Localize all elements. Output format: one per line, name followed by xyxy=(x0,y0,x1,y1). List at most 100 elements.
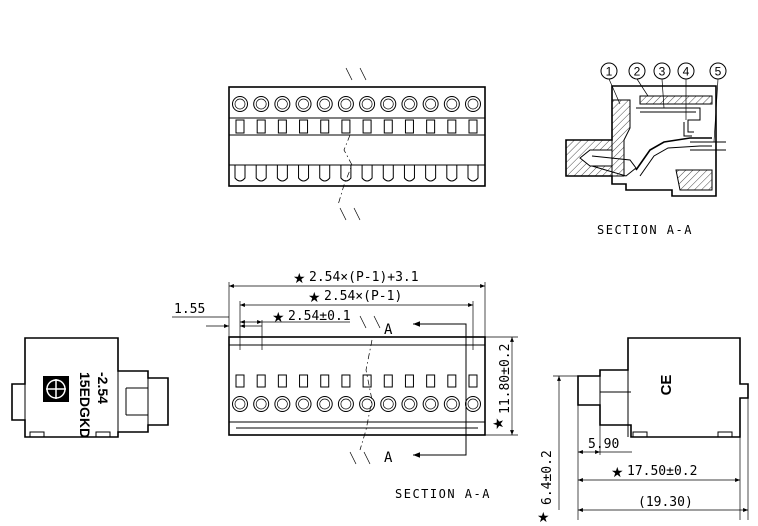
star-height: ★ xyxy=(490,417,506,430)
screw-hole xyxy=(337,96,354,112)
right-side-view: CE xyxy=(577,337,749,438)
solder-pin xyxy=(319,165,331,182)
wire-entry xyxy=(316,396,333,412)
push-button-slot xyxy=(277,374,287,388)
solder-pin xyxy=(276,165,288,182)
release-slot xyxy=(277,119,287,134)
wire-entry xyxy=(443,396,460,412)
push-button-slot xyxy=(362,374,372,388)
dim-depth-a: 5.90 xyxy=(588,437,619,452)
screw-hole xyxy=(253,96,270,112)
release-slot xyxy=(256,119,266,134)
dim-pin: 6.4±0.2 xyxy=(540,450,555,505)
right-side-body xyxy=(577,337,749,438)
wire-entry xyxy=(401,396,418,412)
screw-hole xyxy=(401,96,418,112)
solder-pin xyxy=(361,165,373,182)
wire-entry-inner xyxy=(340,398,352,410)
release-slot xyxy=(235,119,245,134)
side-dimensions: 5.90 ★ 17.50±0.2 (19.30) 6.4±0.2 ★ xyxy=(537,375,749,525)
screw-hole xyxy=(380,96,397,112)
release-slot xyxy=(426,119,436,134)
callout-number: 1 xyxy=(606,65,613,79)
release-slot xyxy=(341,119,351,134)
dim-overall: 2.54×(P-1)+3.1 xyxy=(309,270,419,285)
callout-number: 2 xyxy=(634,65,641,79)
screw-hole-inner xyxy=(277,98,288,110)
top-view-pins xyxy=(234,165,479,182)
release-slot xyxy=(383,119,393,134)
push-button-slot xyxy=(404,374,414,388)
screw-hole xyxy=(274,96,291,112)
star-pin: ★ xyxy=(537,509,550,525)
dim-offset: 1.55 xyxy=(174,302,205,317)
wire-entry xyxy=(295,396,312,412)
wire-entry xyxy=(359,396,376,412)
label-pitch: -2.54 xyxy=(95,372,111,404)
section-marker-bottom: A xyxy=(384,450,393,466)
release-slot xyxy=(362,119,372,134)
wire-entry xyxy=(232,396,248,412)
wire-entry-inner xyxy=(234,398,246,410)
top-view-body xyxy=(228,86,486,187)
push-button-slot xyxy=(447,374,457,388)
wire-entry xyxy=(337,396,354,412)
top-view-slots xyxy=(235,119,478,134)
screw-hole xyxy=(295,96,312,112)
push-button-slot xyxy=(320,374,330,388)
screw-hole-inner xyxy=(361,98,373,110)
section-title-top: SECTION A-A xyxy=(597,223,693,237)
screw-hole-inner xyxy=(234,98,246,110)
screw-hole-inner xyxy=(404,98,415,110)
screw-hole xyxy=(422,96,439,112)
callout-number: 5 xyxy=(715,65,722,79)
front-view-body xyxy=(228,336,486,436)
wire-entry-inner xyxy=(446,398,458,410)
top-view-screw-holes xyxy=(232,96,481,112)
top-view xyxy=(228,67,486,221)
wire-entry-inner xyxy=(425,398,436,410)
dim-span: 2.54×(P-1) xyxy=(324,289,402,304)
front-view: A A SECTION A-A xyxy=(228,315,491,501)
release-slot xyxy=(468,119,478,134)
section-title-bottom: SECTION A-A xyxy=(395,487,491,501)
screw-hole-inner xyxy=(319,98,331,110)
release-slot xyxy=(299,119,309,134)
solder-pin xyxy=(340,165,352,182)
solder-pin xyxy=(425,165,437,182)
screw-hole xyxy=(443,96,460,112)
ce-mark: CE xyxy=(658,375,675,396)
push-button-slot xyxy=(299,374,309,388)
wire-entry-inner xyxy=(277,398,288,410)
solder-pin xyxy=(446,165,458,182)
solder-pin xyxy=(382,165,394,182)
wire-entry xyxy=(253,396,270,412)
screw-hole xyxy=(465,96,481,112)
wire-entry-inner xyxy=(298,398,309,410)
left-side-view: 15EDGKD -2.54 xyxy=(11,337,169,438)
push-button-slot xyxy=(426,374,436,388)
dim-depth-total: (19.30) xyxy=(638,495,693,510)
push-button-slot xyxy=(256,374,266,388)
star-pitch: ★ xyxy=(272,309,285,325)
solder-pin xyxy=(298,165,310,182)
screw-hole-inner xyxy=(298,98,309,110)
dim-height: 11.80±0.2 xyxy=(498,344,513,414)
screw-hole-inner xyxy=(340,98,352,110)
screw-hole-inner xyxy=(446,98,458,110)
section-marker-top: A xyxy=(384,322,393,338)
screw-hole-inner xyxy=(382,98,394,110)
push-button-slot xyxy=(383,374,393,388)
star-span: ★ xyxy=(308,289,321,305)
solder-pin xyxy=(255,165,267,182)
front-view-wire-entries xyxy=(232,396,481,412)
dim-depth-b: 17.50±0.2 xyxy=(627,464,697,479)
callout-number: 3 xyxy=(659,65,666,79)
wire-entry-inner xyxy=(404,398,415,410)
solder-pin xyxy=(403,165,415,182)
dim-pitch: 2.54±0.1 xyxy=(288,309,351,324)
release-slot xyxy=(447,119,457,134)
